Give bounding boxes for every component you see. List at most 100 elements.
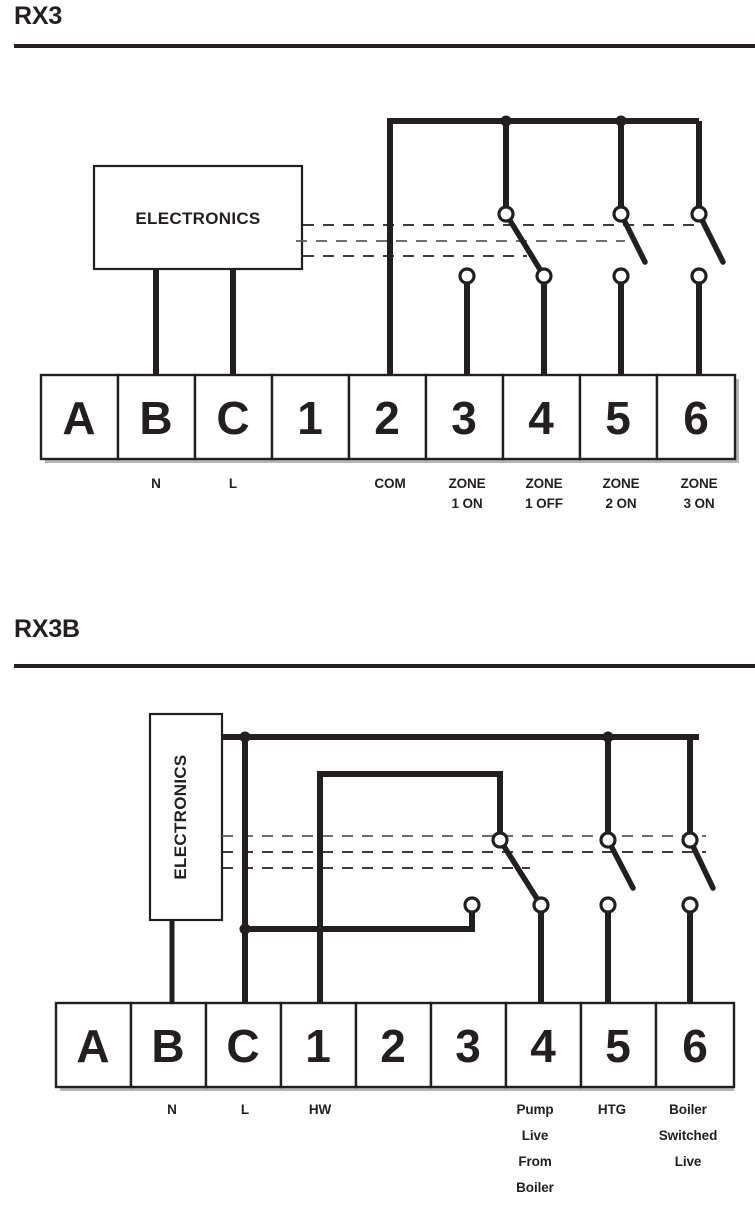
sublabel-b-line-1: N	[167, 1102, 177, 1117]
terminal-cell-5[interactable]	[579, 1001, 658, 1089]
wire-live-to-hw-contact	[245, 905, 475, 932]
sublabel-4-line-4: Boiler	[516, 1180, 555, 1195]
com-bus-bar	[387, 118, 699, 375]
terminal-cell-c[interactable]	[204, 1001, 283, 1089]
diagram-rx3: RX3 ELECTRONICS	[0, 0, 755, 600]
fixed-contact-terminal-6	[690, 267, 708, 285]
fixed-contacts	[463, 896, 699, 914]
terminal-cell-1[interactable]	[270, 373, 351, 461]
fixed-contact-terminal-5	[599, 896, 617, 914]
sublabel-6-line-2: 3 ON	[683, 496, 714, 511]
terminal-numbers-rx3b: A B C 1 2 3 4 5 6	[76, 1020, 707, 1072]
switch-blade-hw-closed	[497, 837, 544, 908]
sublabel-4-line-2: Live	[522, 1128, 549, 1143]
terminal-cell-a[interactable]	[39, 373, 120, 461]
sublabel-6-line-2: Switched	[659, 1128, 717, 1143]
terminal-block-rx3b	[54, 1001, 736, 1089]
switch-blade-boiler-open	[687, 837, 716, 891]
rx3-schematic: ELECTRONICS	[14, 44, 755, 511]
switch-blade-zone-2-open	[618, 211, 648, 265]
fixed-contact-terminal-3	[458, 267, 476, 285]
electronics-box	[148, 712, 224, 922]
wire-hw-loop-to-pivot	[317, 771, 503, 1003]
fixed-contact-terminal-4	[532, 896, 550, 914]
dashed-control-lines	[222, 835, 706, 869]
switch-blade-htg-open	[605, 837, 636, 891]
terminal-number-3: 3	[455, 1020, 481, 1072]
terminal-cell-3[interactable]	[429, 1001, 508, 1089]
sublabel-4-line-1: Pump	[516, 1102, 553, 1117]
terminal-number-5: 5	[605, 392, 631, 444]
terminal-numbers-rx3: A B C 1 2 3 4 5 6	[62, 392, 708, 444]
electronics-box	[92, 164, 304, 271]
sublabel-6-line-1: Boiler	[669, 1102, 708, 1117]
terminal-cell-4[interactable]	[504, 1001, 583, 1089]
junction-dot-live-bottom	[239, 923, 251, 935]
sublabel-4-line-1: ZONE	[525, 476, 562, 491]
dashed-control-lines	[296, 224, 706, 257]
fixed-contacts	[458, 267, 708, 285]
pivot-contact-htg	[599, 831, 617, 849]
sublabel-b-line-1: N	[151, 476, 161, 491]
terminal-number-4: 4	[528, 392, 554, 444]
terminal-cell-2[interactable]	[347, 373, 428, 461]
junction-dot-zone-1	[500, 115, 512, 127]
sublabel-3-line-2: 1 ON	[451, 496, 482, 511]
terminal-number-c: C	[216, 392, 249, 444]
sublabel-6-line-1: ZONE	[680, 476, 717, 491]
switch-blade-zone-1-closed	[503, 211, 547, 279]
terminal-number-1: 1	[305, 1020, 331, 1072]
sublabel-4-line-3: From	[518, 1154, 551, 1169]
sublabel-c-line-1: L	[241, 1102, 249, 1117]
terminal-number-5: 5	[605, 1020, 631, 1072]
terminal-number-3: 3	[451, 392, 477, 444]
fixed-contact-hw-live	[463, 896, 481, 914]
terminal-number-c: C	[226, 1020, 259, 1072]
terminal-cell-3[interactable]	[424, 373, 505, 461]
terminal-cell-c[interactable]	[193, 373, 274, 461]
fixed-contact-terminal-4	[535, 267, 553, 285]
pivot-contact-zone-2	[612, 205, 630, 223]
sublabel-5-line-1: ZONE	[602, 476, 639, 491]
junction-dot-zone-2	[615, 115, 627, 127]
terminal-cell-4[interactable]	[501, 373, 582, 461]
pivot-contact-boiler	[681, 831, 699, 849]
terminal-cell-1[interactable]	[279, 1001, 358, 1089]
switch-blade-zone-3-open	[696, 211, 726, 265]
terminal-number-2: 2	[374, 392, 400, 444]
terminal-number-1: 1	[297, 392, 323, 444]
terminal-number-a: A	[62, 392, 95, 444]
terminal-number-4: 4	[530, 1020, 556, 1072]
terminal-number-2: 2	[380, 1020, 406, 1072]
terminal-sublabels-rx3: N L COM ZONE 1 ON ZONE 1 OFF ZONE 2 ON Z…	[151, 476, 718, 511]
terminal-number-6: 6	[683, 392, 709, 444]
junction-dot-htg	[602, 731, 614, 743]
terminal-number-b: B	[139, 392, 172, 444]
sublabel-5-line-2: 2 ON	[605, 496, 636, 511]
sublabel-c-line-1: L	[229, 476, 237, 491]
terminal-block-rx3	[39, 373, 737, 461]
diagram-title-rx3: RX3	[14, 2, 63, 30]
terminal-cell-6[interactable]	[654, 1001, 736, 1089]
electronics-label: ELECTRONICS	[171, 754, 190, 879]
terminal-cell-2[interactable]	[354, 1001, 433, 1089]
pivot-contact-zone-1	[497, 205, 515, 223]
diagram-rx3b: RX3B ELECTRONICS	[0, 600, 755, 1221]
sublabel-3-line-1: ZONE	[448, 476, 485, 491]
terminal-number-a: A	[76, 1020, 109, 1072]
junction-dot-live-top	[239, 731, 251, 743]
sublabel-5-line-1: HTG	[598, 1102, 626, 1117]
pivot-contact-hw	[491, 831, 509, 849]
terminal-cell-6[interactable]	[655, 373, 737, 461]
terminal-cell-5[interactable]	[578, 373, 659, 461]
fixed-contact-terminal-5	[612, 267, 630, 285]
sublabel-4-line-2: 1 OFF	[525, 496, 563, 511]
electronics-label: ELECTRONICS	[135, 209, 260, 228]
terminal-number-b: B	[151, 1020, 184, 1072]
sublabel-6-line-3: Live	[675, 1154, 702, 1169]
fixed-contact-terminal-6	[681, 896, 699, 914]
pivot-contacts	[491, 831, 699, 849]
diagram-title-rx3b: RX3B	[14, 615, 80, 643]
sublabel-2-line-1: COM	[374, 476, 405, 491]
terminal-number-6: 6	[682, 1020, 708, 1072]
